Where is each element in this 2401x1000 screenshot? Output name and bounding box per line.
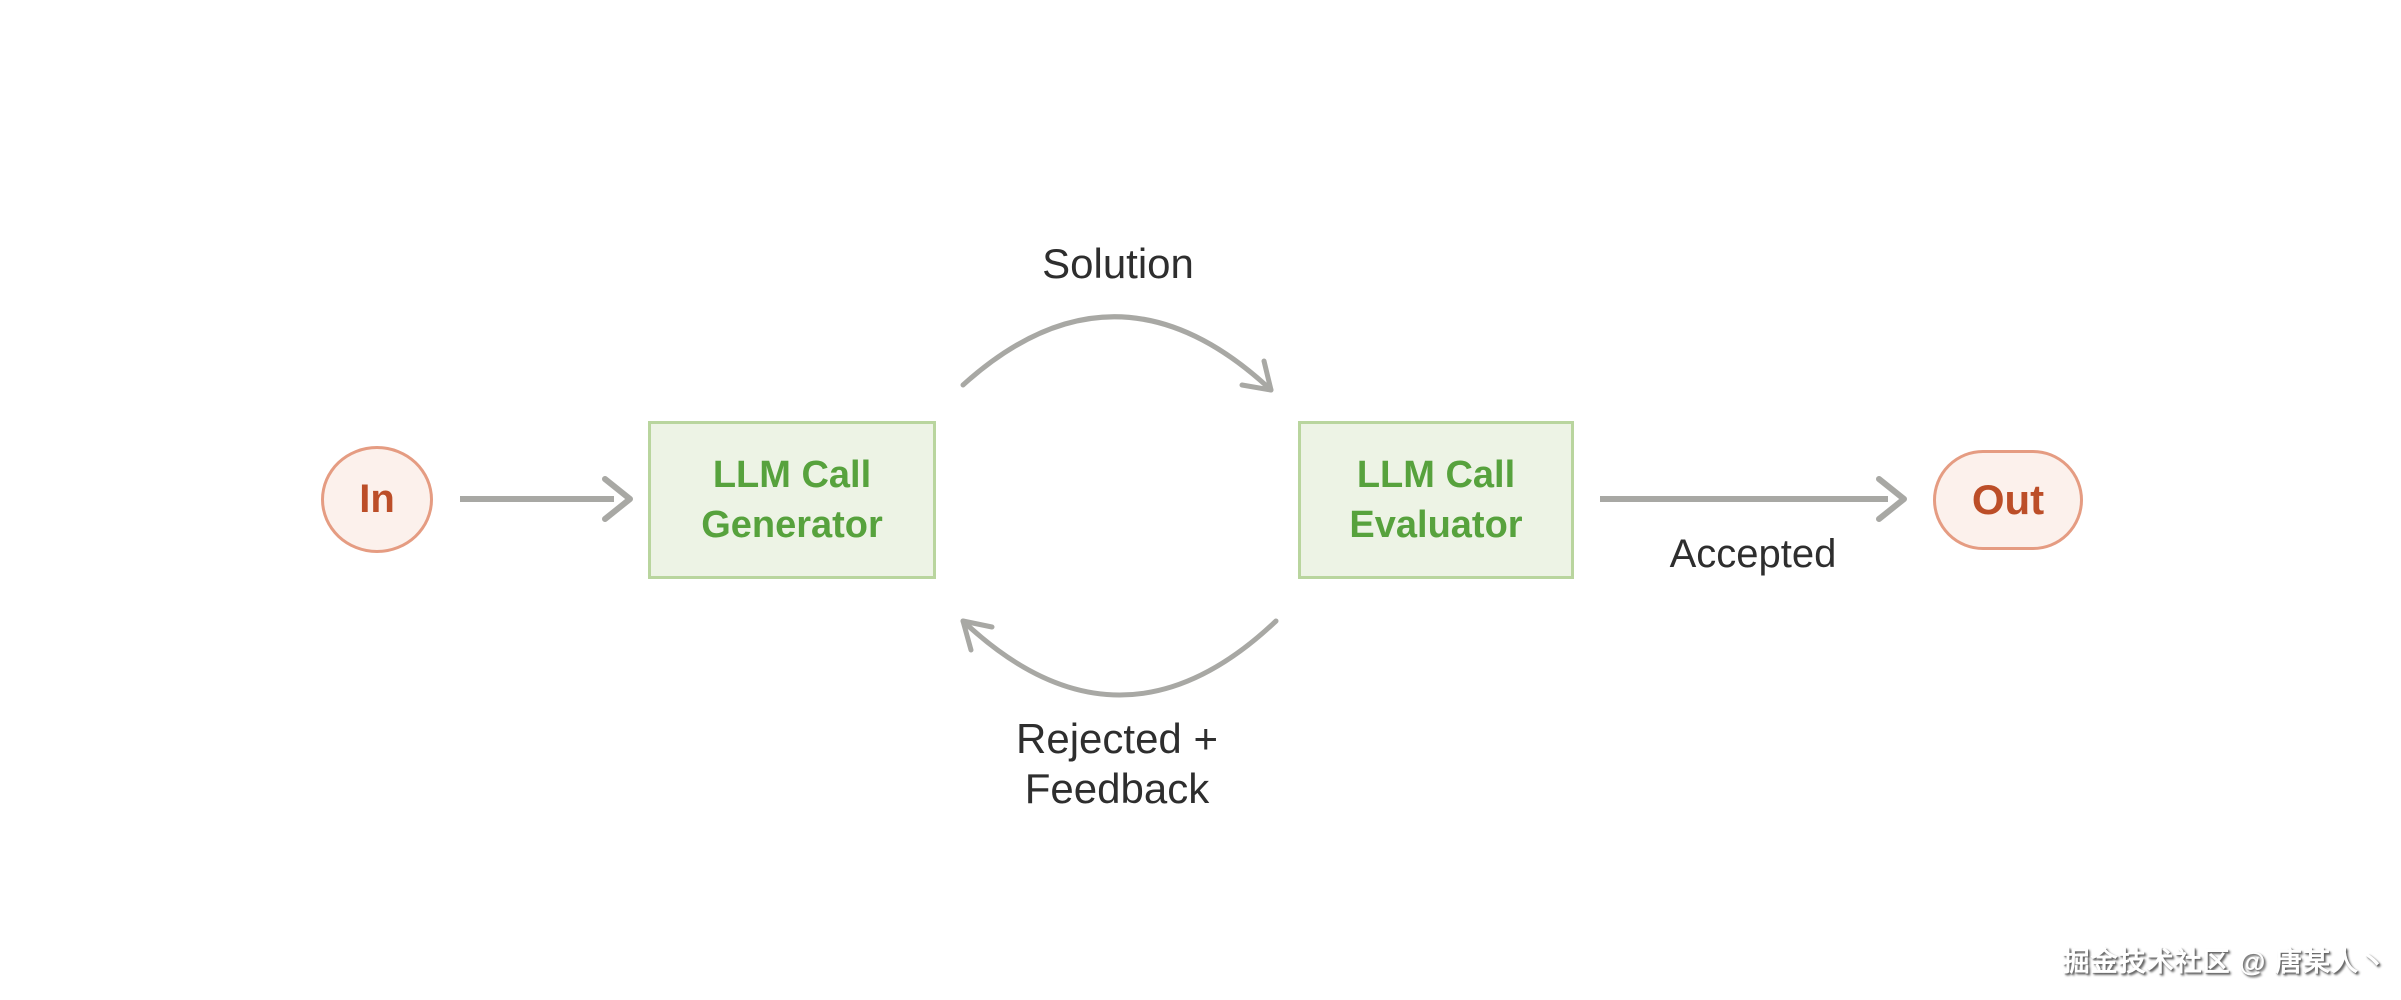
node-in: In (321, 446, 433, 553)
edge-label-rejected-line2: Feedback (1024, 765, 1210, 812)
node-evaluator-line2: Evaluator (1349, 504, 1523, 546)
curved-arrow-bottom (960, 618, 1279, 698)
arrow-head-icon (960, 618, 995, 653)
edge-solution-curve (960, 314, 1274, 393)
arrow-head-icon (1876, 476, 1907, 522)
node-out: Out (1933, 450, 2083, 550)
watermark-text: 掘金技术社区 @ 唐某人丶 (2062, 947, 2387, 977)
edge-rejected-curve (960, 618, 1279, 698)
edge-label-accepted: Accepted (1669, 532, 1837, 576)
node-out-label: Out (1971, 476, 2045, 523)
node-llm-call-evaluator: LLM Call Evaluator (1298, 421, 1574, 579)
edge-label-solution: Solution (1042, 240, 1194, 287)
node-generator-line2: Generator (701, 504, 883, 546)
node-in-label: In (359, 477, 395, 521)
edge-label-rejected-feedback: Rejected + Feedback (1016, 714, 1218, 814)
curved-arrow-top (960, 314, 1274, 393)
node-evaluator-line1: LLM Call (1356, 454, 1516, 496)
edge-label-rejected-line1: Rejected + (1016, 715, 1218, 762)
arrow-head-icon (1239, 358, 1274, 393)
arrow-head-icon (602, 476, 633, 522)
edge-evaluator-to-out (1600, 476, 1907, 522)
edge-in-to-generator (460, 476, 633, 522)
node-llm-call-generator: LLM Call Generator (648, 421, 936, 579)
node-generator-line1: LLM Call (712, 454, 872, 496)
